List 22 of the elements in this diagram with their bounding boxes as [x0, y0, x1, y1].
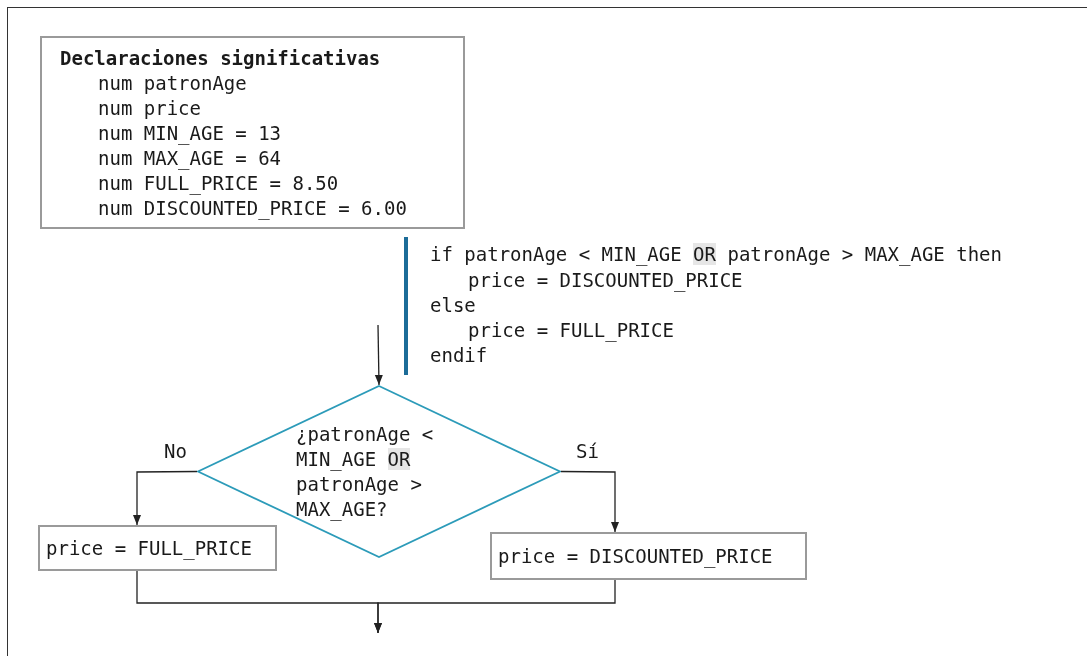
- pseudocode-line: endif: [430, 343, 488, 368]
- arrow: [560, 470, 619, 533]
- declaration-line: num DISCOUNTED_PRICE = 6.00: [97, 196, 408, 221]
- statement-text: price = DISCOUNTED_PRICE: [498, 543, 774, 569]
- process-box: [490, 532, 807, 580]
- pseudocode-line: price = FULL_PRICE: [468, 318, 674, 343]
- pseudocode-line: else: [430, 293, 476, 318]
- arrow: [374, 579, 616, 634]
- declaration-line: num FULL_PRICE = 8.50: [97, 171, 340, 196]
- heading: Declaraciones significativas: [60, 46, 382, 71]
- statement-text: price = FULL_PRICE: [46, 535, 253, 561]
- decision-text: ¿patronAge < MIN_AGE OR patronAge > MAX_AGE?: [296, 421, 435, 522]
- pseudocode-line: price = DISCOUNTED_PRICE: [468, 268, 743, 293]
- arrow: [133, 470, 198, 526]
- pseudocode-line: if patronAge < MIN_AGE OR patronAge > MAX_AGE then: [430, 242, 1002, 267]
- declaration-line: num MAX_AGE = 64: [97, 146, 283, 171]
- declaration-line: num price: [97, 96, 202, 121]
- process-box: [38, 525, 277, 571]
- declarations-box: [40, 36, 465, 229]
- declaration-line: num MIN_AGE = 13: [97, 121, 283, 146]
- arrow: [374, 324, 383, 386]
- declaration-line: num patronAge: [97, 71, 248, 96]
